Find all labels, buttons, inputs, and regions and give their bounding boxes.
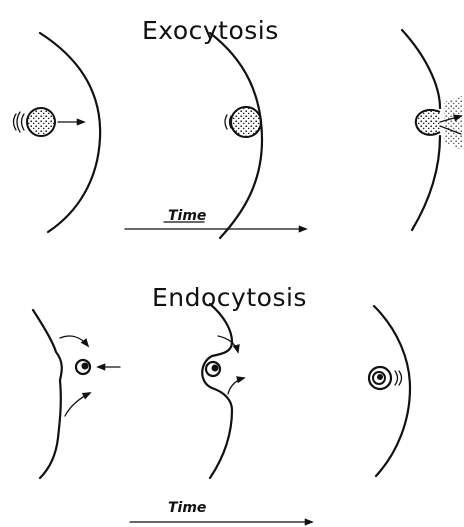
motion-line (17, 112, 20, 132)
cell-membrane (402, 30, 440, 108)
motion-line (14, 114, 17, 130)
endocytosis-panel-1 (33, 310, 120, 478)
exocytosis-panel-1 (14, 33, 101, 232)
cell-membrane (202, 304, 232, 478)
endocytosis-panel-2 (202, 304, 244, 478)
exocytosis-title: Exocytosis (142, 16, 279, 45)
motion-line (399, 371, 402, 385)
released-contents (444, 96, 462, 150)
particle-core (82, 363, 89, 370)
infolding-arrow-bottom (65, 393, 90, 416)
motion-line (395, 371, 398, 385)
exocytosis-time-axis: Time (125, 208, 306, 229)
motion-line (225, 115, 227, 129)
exocytosis-panel-2 (210, 33, 262, 238)
infolding-arrow-top (60, 336, 88, 346)
endocytosis-time-axis: Time (130, 500, 312, 522)
particle-core (212, 365, 219, 372)
exocytosis-section: Exocytosis Time (14, 16, 463, 238)
endocytosis-title: Endocytosis (152, 283, 307, 312)
exocytosis-panel-3 (402, 30, 462, 230)
opened-vesicle (416, 110, 440, 135)
secretory-vesicle (27, 108, 55, 136)
endocytosis-panel-3 (369, 306, 410, 476)
cell-membrane (33, 310, 62, 478)
fusing-vesicle (231, 107, 261, 137)
particle-core (377, 374, 383, 380)
cell-membrane (412, 136, 440, 230)
time-label: Time (168, 500, 206, 516)
cell-membrane (374, 306, 410, 476)
closing-arrow-bottom (228, 378, 244, 394)
endocytosis-section: Endocytosis Time (33, 283, 410, 522)
motion-line (22, 114, 25, 130)
